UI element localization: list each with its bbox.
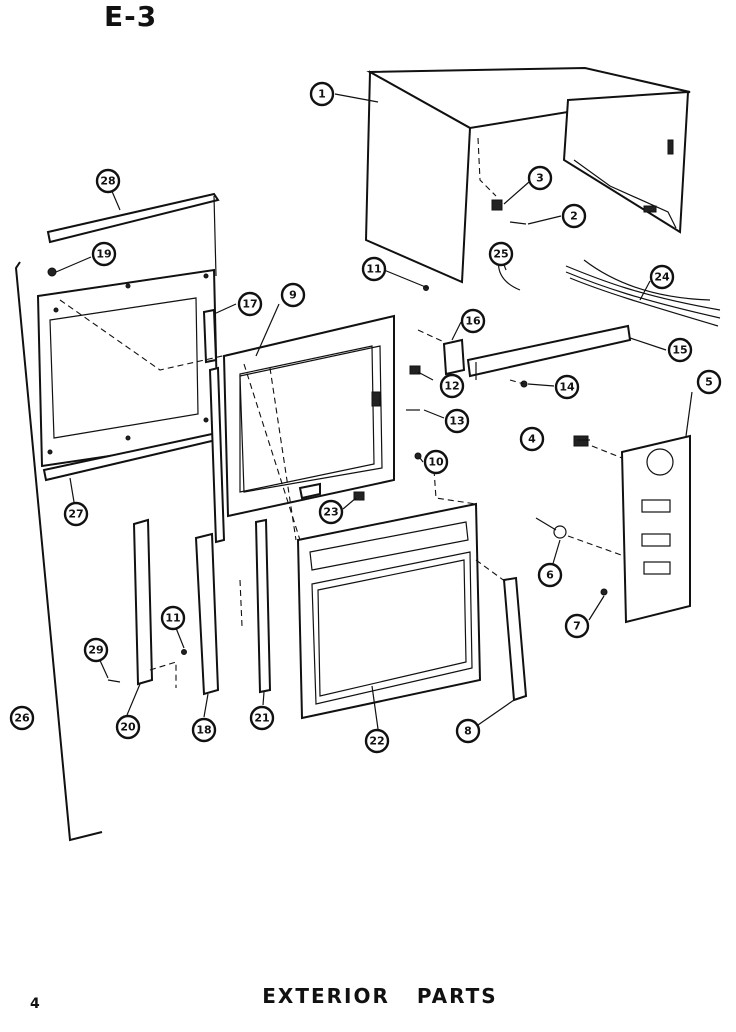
svg-text:17: 17 — [242, 298, 257, 311]
callout-8: 8 — [455, 718, 481, 744]
callout-23: 23 — [318, 499, 344, 525]
callout-16: 16 — [460, 308, 486, 334]
svg-text:4: 4 — [528, 433, 536, 446]
part-side-strip-left — [208, 366, 226, 544]
svg-text:6: 6 — [546, 569, 554, 582]
svg-text:26: 26 — [14, 712, 30, 725]
leader-lines — [55, 93, 693, 730]
part-door-handle — [502, 576, 528, 702]
callout-17: 17 — [237, 291, 263, 317]
svg-text:29: 29 — [88, 644, 103, 657]
callout-2: 2 — [561, 203, 587, 229]
svg-text:2: 2 — [570, 210, 578, 223]
svg-text:13: 13 — [449, 415, 464, 428]
svg-text:27: 27 — [68, 508, 83, 521]
part-hinge-bracket — [442, 338, 466, 376]
part-wiring-harness — [565, 259, 721, 327]
callout-3: 3 — [527, 165, 553, 191]
callout-4: 4 — [519, 426, 545, 452]
callout-1: 1 — [309, 81, 335, 107]
svg-text:14: 14 — [559, 381, 575, 394]
svg-text:16: 16 — [465, 315, 481, 328]
svg-text:19: 19 — [96, 248, 111, 261]
callout-27: 27 — [63, 501, 89, 527]
part-control-panel — [620, 434, 691, 624]
svg-text:24: 24 — [654, 271, 670, 284]
svg-text:23: 23 — [323, 506, 338, 519]
part-top-trim-strip — [46, 192, 220, 277]
svg-text:18: 18 — [196, 724, 211, 737]
callout-20: 20 — [115, 714, 141, 740]
svg-text:8: 8 — [464, 725, 472, 738]
callout-9: 9 — [280, 282, 306, 308]
svg-text:10: 10 — [428, 456, 444, 469]
svg-text:21: 21 — [254, 712, 269, 725]
callout-25: 25 — [488, 241, 514, 267]
callout-29: 29 — [83, 637, 109, 663]
diagram-caption: EXTERIOR PARTS — [262, 984, 498, 1008]
callout-19: 19 — [91, 241, 117, 267]
part-fastener-set — [47, 199, 608, 683]
part-hinge-strip-17 — [202, 308, 218, 364]
svg-text:3: 3 — [536, 172, 544, 185]
callout-11-top: 11 — [361, 256, 387, 282]
part-window-frame-panel — [36, 268, 220, 468]
svg-text:20: 20 — [120, 721, 136, 734]
callout-11-bottom: 11 — [160, 605, 186, 631]
callout-15: 15 — [667, 337, 693, 363]
svg-text:25: 25 — [493, 248, 508, 261]
part-cabinet-outer-case — [364, 66, 691, 284]
page-number: 4 — [30, 996, 40, 1012]
part-trim-strip-21 — [254, 518, 272, 694]
svg-text:9: 9 — [289, 289, 297, 302]
part-back-edge-strip — [14, 261, 103, 842]
callout-22: 22 — [364, 728, 390, 754]
svg-text:22: 22 — [369, 735, 384, 748]
svg-text:1: 1 — [318, 88, 326, 101]
callout-28: 28 — [95, 168, 121, 194]
part-hinge-strip-20 — [132, 518, 154, 686]
part-hinge-strip-18 — [194, 532, 220, 696]
part-control-bracket-rail — [466, 324, 632, 380]
callout-26: 26 — [9, 705, 35, 731]
svg-text:7: 7 — [573, 620, 581, 633]
callout-14: 14 — [554, 374, 580, 400]
figure-id: E-3 — [104, 0, 158, 33]
svg-text:5: 5 — [705, 376, 713, 389]
callout-12: 12 — [439, 373, 465, 399]
svg-text:12: 12 — [444, 380, 459, 393]
callout-6: 6 — [537, 562, 563, 588]
svg-text:15: 15 — [672, 344, 687, 357]
part-inner-door-frame — [222, 314, 395, 518]
svg-text:11: 11 — [366, 263, 381, 276]
callout-18: 18 — [191, 717, 217, 743]
callout-5: 5 — [696, 369, 722, 395]
svg-text:28: 28 — [100, 175, 115, 188]
callout-13: 13 — [444, 408, 470, 434]
callout-10: 10 — [423, 449, 449, 475]
callout-21: 21 — [249, 705, 275, 731]
callout-24: 24 — [649, 264, 675, 290]
callout-7: 7 — [564, 613, 590, 639]
part-outer-door-panel — [296, 502, 482, 720]
alignment-lines — [59, 137, 625, 688]
svg-text:11: 11 — [165, 612, 180, 625]
